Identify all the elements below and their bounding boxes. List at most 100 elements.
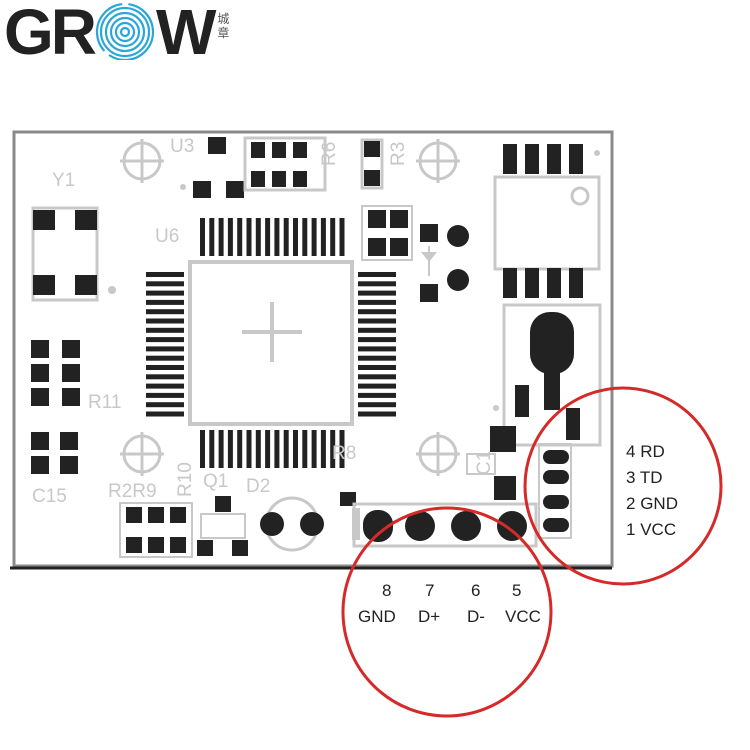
label-r2r9: R2R9 xyxy=(108,481,157,502)
mcu-pin xyxy=(265,218,271,256)
usb-pin-number: 5 xyxy=(512,581,522,600)
mount-hole-top-left xyxy=(120,139,164,183)
usb-pin-name: VCC xyxy=(505,607,541,626)
mount-hole-bottom-left xyxy=(120,432,164,476)
mcu-pin xyxy=(358,346,396,352)
label-c1: C1 xyxy=(474,451,495,475)
u3-pads xyxy=(180,137,244,198)
usb-pin-number: 7 xyxy=(425,581,435,600)
mcu-pin xyxy=(209,218,215,256)
logo-wordmark: G R W xyxy=(4,0,216,68)
mcu-pin xyxy=(218,430,224,468)
logo-letter-w: W xyxy=(156,0,216,68)
label-y1: Y1 xyxy=(52,170,75,191)
mcu-pin xyxy=(320,430,326,468)
mcu-pin xyxy=(274,218,280,256)
mcu-pin xyxy=(146,355,184,361)
mcu-pin xyxy=(358,402,396,408)
q1-transistor xyxy=(197,496,248,556)
mcu-pin xyxy=(255,430,261,468)
highlight-circle-uart xyxy=(523,386,723,586)
pin-number: 2 xyxy=(626,494,636,513)
usb-pin-name: GND xyxy=(358,607,396,626)
mount-hole-top-right xyxy=(416,139,460,183)
mcu-pin xyxy=(146,337,184,343)
label-r3: R3 xyxy=(388,142,409,166)
mcu-pin xyxy=(358,309,396,315)
seal-char-1: 城 xyxy=(217,12,230,26)
ic-soic8 xyxy=(493,144,601,298)
mcu-pin xyxy=(302,218,308,256)
mcu-pin xyxy=(255,218,261,256)
mcu-pin xyxy=(358,392,396,398)
r6-resistor-array xyxy=(243,136,327,192)
label-r6: R6 xyxy=(319,142,340,166)
mcu-pin xyxy=(237,218,243,256)
usb-pin-number: 6 xyxy=(471,581,481,600)
mcu-pin xyxy=(146,272,184,277)
mcu-pin xyxy=(146,392,184,398)
r3-pads xyxy=(360,138,384,190)
mcu-pin xyxy=(358,299,396,305)
mcu-pin xyxy=(146,318,184,324)
mcu-pin xyxy=(146,281,184,287)
label-q1: Q1 xyxy=(203,471,228,492)
mcu-pin xyxy=(283,430,289,468)
mcu-pin xyxy=(330,430,336,468)
pin-name: VCC xyxy=(640,520,677,539)
mcu-pin xyxy=(358,272,396,277)
logo-seal: 城 章 xyxy=(217,12,237,40)
mcu-pin xyxy=(227,430,233,468)
c1-pads xyxy=(340,426,516,506)
r11-pads xyxy=(31,340,80,406)
mcu-pin xyxy=(358,318,396,324)
label-u6: U6 xyxy=(155,226,179,247)
label-r10: R10 xyxy=(175,462,196,497)
mcu-pin xyxy=(311,218,317,256)
mcu-pin xyxy=(358,365,396,370)
c15-pads xyxy=(31,432,78,474)
pin-number: 1 xyxy=(626,520,636,539)
mcu-pin xyxy=(146,346,184,352)
uart-pin-row: 4 RD xyxy=(626,442,665,462)
label-u3: U3 xyxy=(170,136,194,157)
mcu-pin xyxy=(358,290,396,296)
mcu-pin xyxy=(358,355,396,361)
board-outline xyxy=(12,130,614,568)
mcu-pin xyxy=(227,218,233,256)
mcu-pin xyxy=(146,365,184,370)
pin-name: TD xyxy=(639,468,663,487)
grow-logo: G R W 城 章 xyxy=(4,0,237,64)
pin-name: RD xyxy=(640,442,665,461)
mcu-pin xyxy=(358,337,396,343)
mcu-pin xyxy=(358,374,396,380)
label-d2: D2 xyxy=(246,476,270,497)
mcu-pin xyxy=(311,430,317,468)
mcu-pin xyxy=(265,430,271,468)
mcu-pin xyxy=(358,411,396,417)
logo-letter-r: R xyxy=(50,0,97,68)
label-r8: R8 xyxy=(332,443,356,464)
mcu-pin xyxy=(358,327,396,333)
mcu-pin xyxy=(218,218,224,256)
uart-connector xyxy=(538,443,572,539)
mcu-pin xyxy=(146,290,184,296)
mcu-pin xyxy=(358,281,396,287)
mcu-pin xyxy=(237,430,243,468)
diode-area xyxy=(361,205,469,302)
mcu-pin xyxy=(339,218,345,256)
usb-pin-name: D+ xyxy=(418,607,441,626)
usb-pin-number: 8 xyxy=(382,581,392,600)
mcu-pin xyxy=(283,218,289,256)
mcu-pin xyxy=(146,327,184,333)
mount-hole-bottom-right xyxy=(416,432,460,476)
mcu-pin xyxy=(293,218,298,256)
mcu-pin xyxy=(146,383,184,389)
mcu-pin xyxy=(246,430,252,468)
uart-pin-row: 2 GND xyxy=(626,494,678,514)
mcu-pin xyxy=(330,218,336,256)
seal-char-2: 章 xyxy=(217,26,230,40)
mcu-pin xyxy=(320,218,326,256)
mcu-pin xyxy=(209,430,215,468)
usb-connector xyxy=(352,502,538,548)
